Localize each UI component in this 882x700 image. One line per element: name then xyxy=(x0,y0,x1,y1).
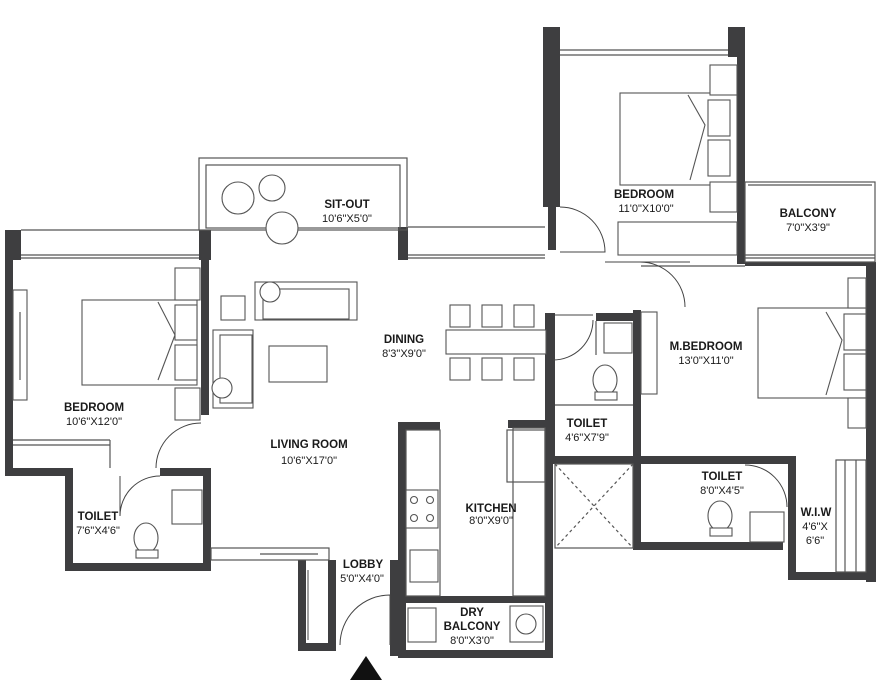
bedroom-left-name: BEDROOM xyxy=(64,402,124,414)
bedroom-top-name: BEDROOM xyxy=(614,189,674,201)
balcony-name: BALCONY xyxy=(780,208,837,220)
dry-balcony-name-1: DRY xyxy=(460,607,484,619)
dining-name: DINING xyxy=(384,334,424,346)
dry-balcony-name-2: BALCONY xyxy=(444,621,501,633)
room-labels: SIT-OUT 10'6"X5'0" BEDROOM 11'0"X10'0" B… xyxy=(64,189,837,647)
stove-icon xyxy=(405,489,439,529)
dry-balcony-dim: 8'0"X3'0" xyxy=(450,635,494,647)
outlines xyxy=(13,49,876,597)
dining-dim: 8'3"X9'0" xyxy=(382,348,426,360)
bed-icon xyxy=(617,64,738,256)
living-name: LIVING ROOM xyxy=(270,439,347,451)
toilet-left-name: TOILET xyxy=(78,511,119,523)
sitout-dim: 10'6"X5'0" xyxy=(322,213,372,225)
sink-icon xyxy=(407,549,439,643)
wc-icon xyxy=(133,364,733,559)
wiw-name: W.I.W xyxy=(801,507,832,519)
wiw-dim-1: 4'6"X xyxy=(802,521,828,533)
bedroom-left-dim: 10'6"X12'0" xyxy=(66,416,122,428)
toilet-mid-name: TOILET xyxy=(567,418,608,430)
toilet-mid-dim: 4'6"X7'9" xyxy=(565,432,609,444)
bed-icon xyxy=(640,277,867,429)
mbedroom-name: M.BEDROOM xyxy=(670,341,743,353)
lobby-dim: 5'0"X4'0" xyxy=(340,573,384,585)
entrance-arrow-icon xyxy=(350,656,382,680)
walls xyxy=(5,27,876,658)
lobby-name: LOBBY xyxy=(343,559,384,571)
dining-table xyxy=(445,304,547,381)
chair-icon xyxy=(221,174,299,245)
toilet-right-dim: 8'0"X4'5" xyxy=(700,485,744,497)
sofa-icon xyxy=(211,281,358,409)
sitout-name: SIT-OUT xyxy=(324,199,369,211)
toilet-right-name: TOILET xyxy=(702,471,743,483)
toilet-left-dim: 7'6"X4'6" xyxy=(76,525,120,537)
kitchen-name: KITCHEN xyxy=(465,503,516,515)
bedroom-top-dim: 11'0"X10'0" xyxy=(618,203,673,215)
doors xyxy=(119,206,788,646)
mbedroom-dim: 13'0"X11'0" xyxy=(678,355,733,367)
washing-machine-icon xyxy=(509,605,544,643)
washbasin-icon xyxy=(171,322,785,543)
bed-icon xyxy=(12,267,201,421)
wiw-dim-2: 6'6" xyxy=(806,535,824,547)
balcony-dim: 7'0"X3'9" xyxy=(786,222,830,234)
kitchen-dim: 8'0"X9'0" xyxy=(469,515,513,527)
living-dim: 10'6"X17'0" xyxy=(281,455,337,467)
